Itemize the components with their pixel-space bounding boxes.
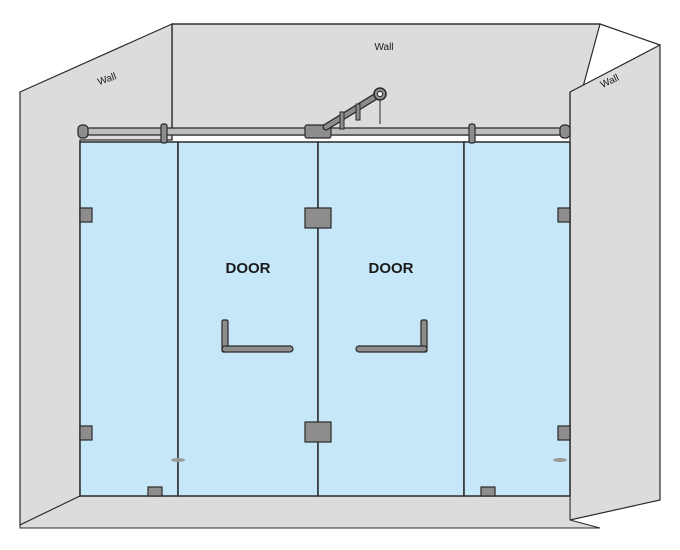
support-bar (322, 87, 387, 131)
rail-clamp-left (160, 123, 168, 144)
handle-left-door (221, 319, 294, 353)
support-clamp-1 (339, 111, 345, 130)
door-handles (221, 319, 428, 353)
stopper-right (553, 458, 567, 462)
wall-clip-right-bottom (557, 425, 571, 441)
floor-guide-right (480, 486, 496, 497)
walls (19, 23, 661, 529)
handle-right-door (355, 319, 428, 353)
right-wall (569, 44, 661, 521)
rail-clamp-right (468, 123, 476, 144)
glass-panels (79, 141, 571, 497)
rail-end-right (559, 124, 571, 139)
handle-left-horizontal (221, 345, 294, 353)
wall-clip-left-bottom (79, 425, 93, 441)
door-label-left: DOOR (226, 260, 271, 277)
floor (19, 495, 601, 529)
wall-bracket-bolt (377, 91, 383, 97)
door-panel-right (317, 141, 465, 497)
rail-end-left (77, 124, 89, 139)
door-hinge-bottom (304, 421, 332, 443)
fixed-panel-right (463, 141, 571, 497)
door-label-right: DOOR (369, 260, 414, 277)
door-panel-left (177, 141, 319, 497)
stopper-left (171, 458, 185, 462)
wall-clip-right-top (557, 207, 571, 223)
back-wall (171, 23, 601, 136)
handle-right-horizontal (355, 345, 428, 353)
right-wall-top-edge (599, 23, 661, 46)
support-bar-rod-inner (323, 92, 381, 130)
wall-clip-left-top (79, 207, 93, 223)
top-rail (77, 123, 571, 144)
hardware (79, 207, 571, 497)
floor-guide-left (147, 486, 163, 497)
wall-label-back: Wall (374, 42, 393, 53)
fixed-panel-left (79, 141, 179, 497)
door-hinge-top (304, 207, 332, 229)
support-clamp-2 (355, 103, 361, 121)
